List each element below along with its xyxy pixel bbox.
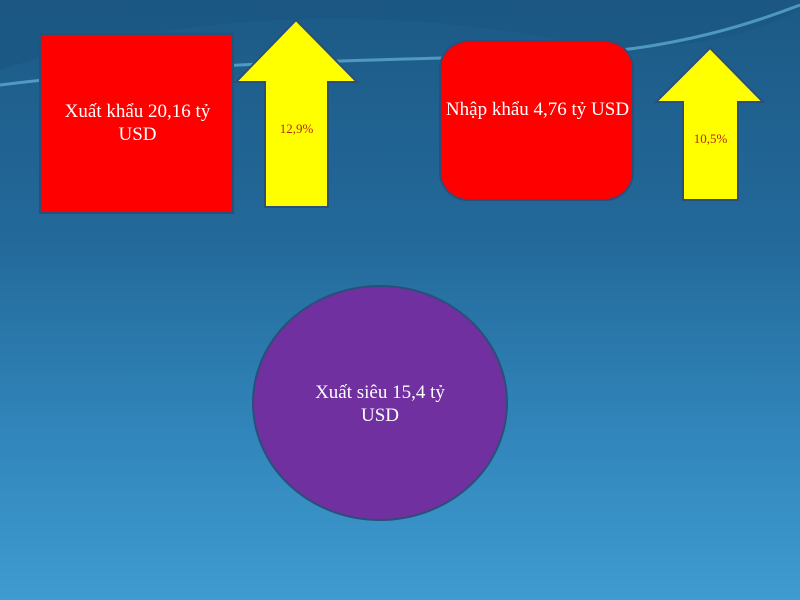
import-box [439, 40, 634, 201]
surplus-label: Xuất siêu 15,4 tỷ USD [315, 382, 445, 426]
export-box [39, 33, 234, 214]
surplus-circle [252, 285, 508, 521]
background-swoosh [0, 0, 800, 70]
import-growth-arrow [653, 46, 766, 201]
import-label: Nhập khẩu 4,76 tỷ USD [445, 99, 630, 120]
export-growth-label: 12,9% [279, 121, 314, 136]
export-label: Xuất khẩu 20,16 tỷ USD [64, 101, 211, 145]
import-growth-label: 10,5% [693, 131, 728, 146]
export-growth-arrow [233, 18, 360, 208]
